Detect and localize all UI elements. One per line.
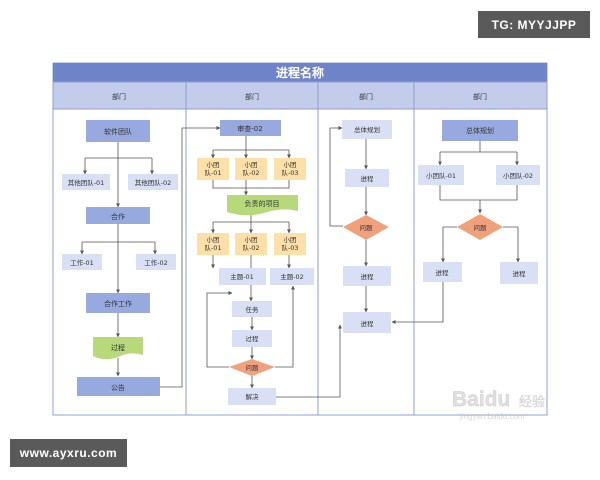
node-question-3-diamond — [343, 215, 389, 240]
node-progress-3b-label: 进程 — [361, 272, 375, 281]
node-group-4a-label: 小团队-01 — [426, 171, 456, 180]
lane-header-1-label: 部门 — [112, 92, 126, 101]
node-plan-3 — [342, 120, 392, 139]
node-group-b1-label: 小团队-01 — [204, 235, 221, 252]
node-responsible-document-label: 负责的项目 — [245, 199, 280, 208]
node-topic-1 — [219, 268, 266, 285]
node-topic-1-label: 主题-01 — [230, 272, 254, 281]
node-question-label: 问题 — [246, 364, 260, 372]
lane1-connectors — [80, 126, 221, 388]
node-software-team — [86, 120, 150, 142]
node-group-b1 — [197, 233, 229, 255]
watermark-word: 经验 — [519, 394, 545, 410]
lane-header-2-label: 部门 — [245, 92, 259, 101]
node-review — [220, 120, 281, 136]
node-announce — [77, 377, 160, 396]
node-other-team-2 — [128, 174, 178, 190]
telegram-badge: TG: MYYJJPP — [478, 11, 590, 38]
node-group-4b — [496, 165, 540, 185]
node-group-a3 — [274, 158, 306, 180]
node-group-b2 — [235, 233, 267, 255]
node-process-document-label: 过程 — [111, 343, 125, 352]
node-topic-2 — [270, 268, 314, 285]
watermark-url: jingyan.baidu.com — [459, 412, 525, 421]
node-group-a1-label: 小团队-01 — [204, 160, 221, 177]
node-progress-3a — [345, 169, 389, 187]
node-work-1 — [62, 254, 102, 270]
node-resolve-label: 解决 — [246, 392, 260, 401]
node-progress-3c-label: 进程 — [361, 319, 375, 328]
node-task-label: 任务 — [246, 305, 260, 314]
diagram-title: 进程名称 — [276, 65, 324, 80]
node-resolve — [228, 388, 276, 405]
node-plan-4-label: 总体规划 — [466, 126, 494, 135]
lane-header-4-label: 部门 — [473, 92, 487, 101]
node-coop-work-label: 合作工作 — [104, 299, 132, 308]
node-coop-work — [86, 293, 150, 313]
node-progress-4b-label: 进程 — [513, 269, 527, 278]
node-other-team-1-label: 其他团队-01 — [68, 178, 105, 187]
lane2-connectors — [206, 136, 342, 398]
node-progress-4a-label: 进程 — [436, 268, 450, 277]
node-progress-3b — [343, 266, 391, 286]
lane-header-4 — [413, 81, 548, 110]
title-bar — [53, 63, 547, 82]
node-progress-3a-label: 进程 — [361, 174, 375, 183]
node-responsible-document — [227, 195, 298, 216]
node-review-label: 审查-02 — [237, 124, 262, 133]
node-process-document — [93, 337, 143, 360]
website-badge: www.ayxru.com — [10, 439, 127, 467]
node-work-2 — [136, 254, 176, 270]
node-group-a2 — [235, 158, 267, 180]
watermark-brand: Baidu — [452, 388, 510, 411]
node-process-label: 过程 — [246, 334, 260, 343]
node-software-team-label: 软件团队 — [104, 127, 132, 136]
node-group-4b-label: 小团队-02 — [503, 171, 533, 180]
node-plan-4 — [442, 120, 518, 141]
node-group-b3-label: 小团队-03 — [281, 235, 298, 252]
node-progress-4a — [423, 262, 462, 282]
lane-header-1 — [52, 81, 187, 110]
lane-header-3 — [317, 81, 415, 110]
node-other-team-1 — [62, 174, 110, 190]
node-announce-label: 公告 — [111, 383, 125, 392]
node-group-a2-label: 小团队-02 — [242, 160, 259, 177]
node-cooperation — [86, 207, 150, 224]
node-group-a3-label: 小团队-03 — [281, 160, 298, 177]
node-cooperation-label: 合作 — [111, 212, 125, 221]
node-work-2-label: 工作-02 — [144, 258, 168, 267]
node-question-diamond — [229, 359, 275, 376]
node-other-team-2-label: 其他团队-02 — [135, 178, 172, 187]
node-task — [232, 301, 272, 317]
node-plan-3-label: 总体规划 — [354, 125, 380, 134]
node-progress-4b — [500, 262, 538, 284]
node-group-b2-label: 小团队-02 — [242, 235, 259, 252]
node-question-4-diamond — [457, 214, 503, 240]
node-group-b3 — [274, 233, 306, 255]
lane-header-3-label: 部门 — [359, 92, 373, 101]
node-work-1-label: 工作-01 — [70, 258, 94, 267]
node-progress-3c — [343, 312, 391, 333]
node-process — [232, 330, 272, 347]
lane4-connectors — [438, 141, 520, 263]
baidu-watermark: Baidu 经验 jingyan.baidu.com — [452, 388, 545, 421]
node-topic-2-label: 主题-02 — [280, 272, 304, 281]
node-group-a1 — [197, 158, 229, 180]
node-question-4-label: 问题 — [474, 224, 488, 232]
node-question-3-label: 问题 — [360, 224, 374, 232]
node-group-4a — [418, 165, 464, 185]
lane3-connectors — [329, 126, 444, 324]
